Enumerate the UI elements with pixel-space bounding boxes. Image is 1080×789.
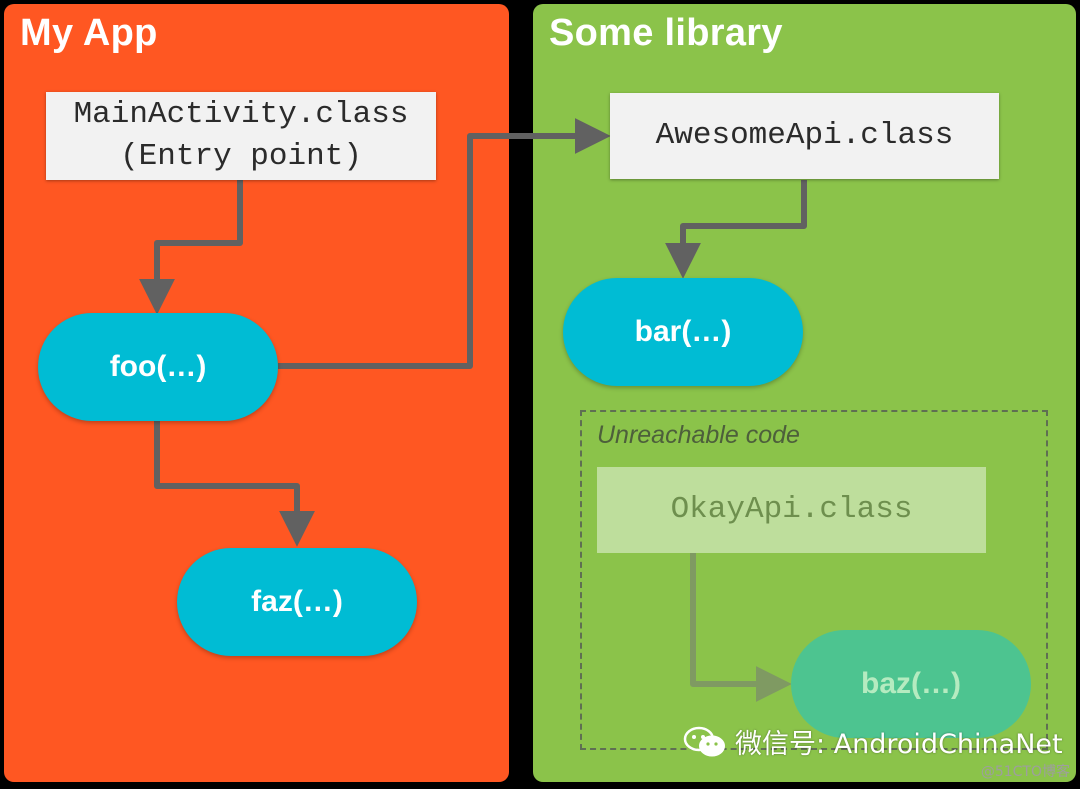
awesome-api-class-name: AwesomeApi.class xyxy=(655,118,954,153)
unreachable-code-label: Unreachable code xyxy=(597,421,800,449)
wechat-watermark: 微信号: AndroidChinaNet xyxy=(683,722,1063,761)
bar-method-node: bar(…) xyxy=(563,278,803,386)
edge-main-to-foo xyxy=(139,180,243,315)
faz-method-node: faz(…) xyxy=(177,548,417,656)
edge-foo-to-awesome-api xyxy=(278,118,611,369)
some-library-title: Some library xyxy=(549,12,783,54)
foo-method-node: foo(…) xyxy=(38,313,278,421)
edge-okay-api-to-baz xyxy=(690,552,792,702)
wechat-icon xyxy=(683,726,725,756)
unreachable-code-region xyxy=(580,410,1048,750)
main-activity-class-name: MainActivity.class xyxy=(73,97,409,132)
blog-watermark: @51CTO博客 xyxy=(980,764,1070,780)
edge-foo-to-faz xyxy=(154,421,315,547)
main-activity-class-node: MainActivity.class (Entry point) xyxy=(46,92,436,180)
edge-awesome-api-to-bar xyxy=(665,180,807,279)
okay-api-class-name: OkayApi.class xyxy=(670,492,913,527)
okay-api-class-node: OkayApi.class xyxy=(597,467,986,553)
awesome-api-class-node: AwesomeApi.class xyxy=(610,93,999,179)
main-activity-entry-point: (Entry point) xyxy=(120,139,362,174)
baz-method-node: baz(…) xyxy=(791,630,1031,738)
watermark-text: 微信号: AndroidChinaNet xyxy=(735,729,1063,760)
my-app-title: My App xyxy=(20,12,158,54)
